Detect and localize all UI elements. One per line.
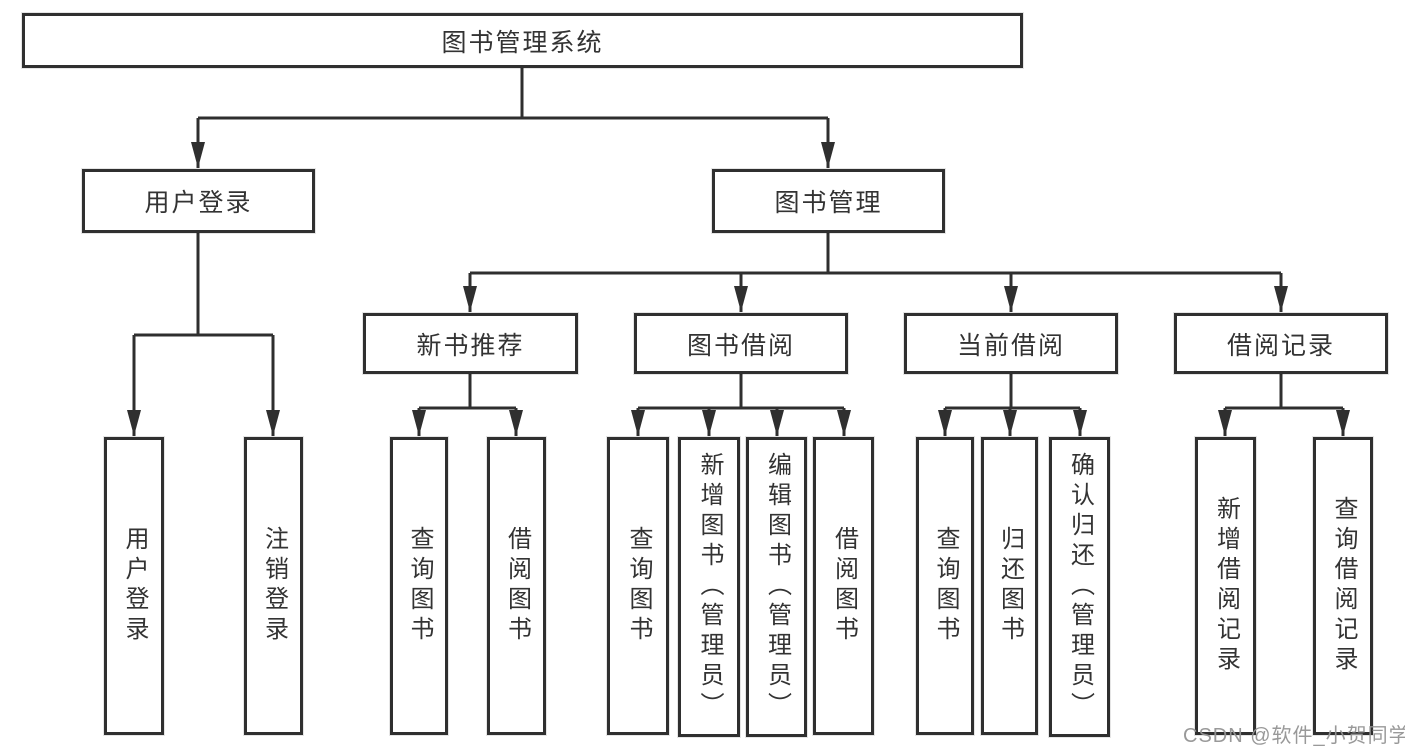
leaf-label: 归还图书 xyxy=(996,526,1024,646)
node-book-management: 图书管理 xyxy=(712,169,945,233)
leaf-user-login: 用户登录 xyxy=(104,437,164,735)
leaf-label: 确认归还（管理员） xyxy=(1066,452,1094,722)
leaf-label: 查询借阅记录 xyxy=(1330,496,1357,676)
node-current-borrow: 当前借阅 xyxy=(904,313,1118,374)
node-new-book-recommend: 新书推荐 xyxy=(363,313,578,374)
leaf-label: 借阅图书 xyxy=(503,526,531,646)
node-borrow-record: 借阅记录 xyxy=(1174,313,1388,374)
leaf-label: 注销登录 xyxy=(260,526,288,646)
leaf-record-add: 新增借阅记录 xyxy=(1195,437,1256,735)
leaf-label: 新增图书（管理员） xyxy=(696,452,723,722)
node-library-management-system: 图书管理系统 xyxy=(22,13,1023,68)
node-book-borrow: 图书借阅 xyxy=(634,313,848,374)
node-user-login: 用户登录 xyxy=(82,169,315,233)
leaf-label: 查询图书 xyxy=(625,526,652,646)
leaf-label: 编辑图书（管理员） xyxy=(763,452,791,722)
leaf-logout: 注销登录 xyxy=(244,437,303,735)
leaf-recommend-borrow-books: 借阅图书 xyxy=(487,437,546,735)
leaf-label: 查询图书 xyxy=(406,526,433,646)
leaf-borrow-borrow-books: 借阅图书 xyxy=(813,437,874,735)
leaf-current-return-books: 归还图书 xyxy=(981,437,1038,735)
leaf-current-confirm-return-admin: 确认归还（管理员） xyxy=(1049,437,1110,737)
leaf-label: 查询图书 xyxy=(932,526,959,646)
leaf-borrow-add-books-admin: 新增图书（管理员） xyxy=(678,437,740,737)
leaf-current-query-books: 查询图书 xyxy=(916,437,974,735)
leaf-label: 用户登录 xyxy=(121,526,148,646)
leaf-recommend-query-books: 查询图书 xyxy=(390,437,448,735)
leaf-borrow-edit-books-admin: 编辑图书（管理员） xyxy=(746,437,807,737)
leaf-record-query: 查询借阅记录 xyxy=(1313,437,1373,735)
csdn-watermark: CSDN @软件_小贺同学 xyxy=(1183,725,1405,747)
leaf-label: 新增借阅记录 xyxy=(1212,496,1240,676)
leaf-label: 借阅图书 xyxy=(830,526,858,646)
leaf-borrow-query-books: 查询图书 xyxy=(607,437,669,735)
